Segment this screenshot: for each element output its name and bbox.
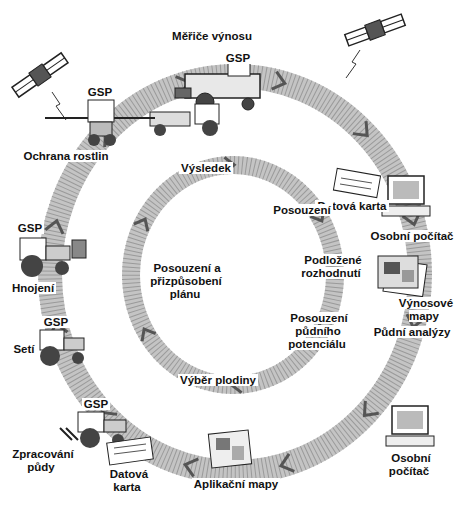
tractor-icon — [20, 238, 86, 277]
label-text: Podložené rozhodnutí — [301, 254, 362, 279]
label-text: Půdní analýzy — [372, 326, 453, 338]
ring-label: Posouzení půdního potenciálu — [282, 312, 354, 351]
ring-label: Výnosové mapy — [393, 297, 457, 323]
ring-label: Posouzení a přizpůsobení plánu — [137, 262, 235, 301]
label-text: Posouzení a přizpůsobení plánu — [150, 262, 222, 300]
computer-icon — [382, 176, 430, 216]
ring-label: Půdní analýzy — [362, 326, 462, 339]
arrow-chevron — [134, 216, 152, 232]
ring-label: GSP — [36, 316, 76, 329]
ring-label: GSP — [80, 86, 120, 99]
tractor-icon — [150, 104, 219, 136]
label-text: Posouzení půdního potenciálu — [288, 312, 348, 350]
label-text: GSP — [42, 316, 70, 328]
ring-label: Měřiče výnosu — [152, 30, 272, 43]
ring-label: Výsledek — [166, 162, 246, 175]
signal-line — [346, 50, 360, 78]
map-icon — [208, 430, 251, 468]
arrow-chevron — [45, 219, 65, 234]
label-text: Aplikační mapy — [192, 478, 280, 490]
ring-label: Hnojení — [3, 282, 63, 295]
ring-label: Výběr plodiny — [168, 374, 268, 387]
ring-label: Aplikační mapy — [181, 478, 291, 491]
ring-label: Setí — [4, 343, 44, 356]
label-text: GSP — [86, 86, 114, 98]
ring-label: Ochrana rostlin — [6, 150, 126, 163]
arrow-chevron — [353, 121, 374, 142]
ring-arrows — [45, 72, 424, 477]
signal-line — [52, 92, 66, 120]
arrow-chevron — [272, 72, 288, 93]
computer-icon — [386, 406, 434, 446]
outer-ring-texture — [50, 76, 420, 472]
ring-label: GSP — [10, 222, 50, 235]
outer-ring — [50, 76, 420, 472]
ring-label: Datová karta — [101, 468, 155, 494]
label-text: Osobní počítač — [389, 452, 431, 477]
ring-label: Osobní počítač — [362, 230, 462, 243]
arrow-chevron — [278, 454, 294, 475]
satellite-icon — [11, 51, 69, 99]
label-text: Hnojení — [10, 282, 56, 294]
ring-label: GSP — [218, 52, 258, 65]
arrow-chevron — [358, 401, 379, 422]
ring-label: GSP — [76, 398, 116, 411]
label-text: Ochrana rostlin — [22, 150, 111, 162]
label-text: Setí — [11, 343, 36, 355]
ring-label: Posouzení — [262, 204, 342, 217]
label-text: Datová karta — [108, 468, 148, 493]
label-text: GSP — [82, 398, 110, 410]
label-text: Zpracování půdy — [10, 448, 73, 473]
ring-label: Zpracování půdy — [5, 448, 79, 474]
sprayer-icon — [45, 100, 155, 146]
label-text: GSP — [16, 222, 44, 234]
label-text: Osobní počítač — [368, 230, 455, 242]
ring-label: Osobní počítač — [378, 452, 442, 478]
arrow-chevron — [137, 325, 155, 341]
map-icon — [378, 256, 427, 297]
label-text: Měřiče výnosu — [170, 30, 254, 42]
satellite-icon — [344, 12, 406, 48]
label-text: Výsledek — [179, 162, 233, 174]
label-text: Posouzení — [271, 204, 333, 216]
tractor-icon — [40, 330, 84, 366]
ring-label: Podložené rozhodnutí — [290, 254, 374, 280]
label-text: GSP — [224, 52, 252, 64]
label-text: Výnosové mapy — [397, 297, 453, 322]
data-card-icon — [333, 168, 380, 197]
label-text: Výběr plodiny — [178, 374, 258, 386]
arrow-chevron — [183, 456, 199, 477]
data-card-icon — [107, 437, 154, 465]
